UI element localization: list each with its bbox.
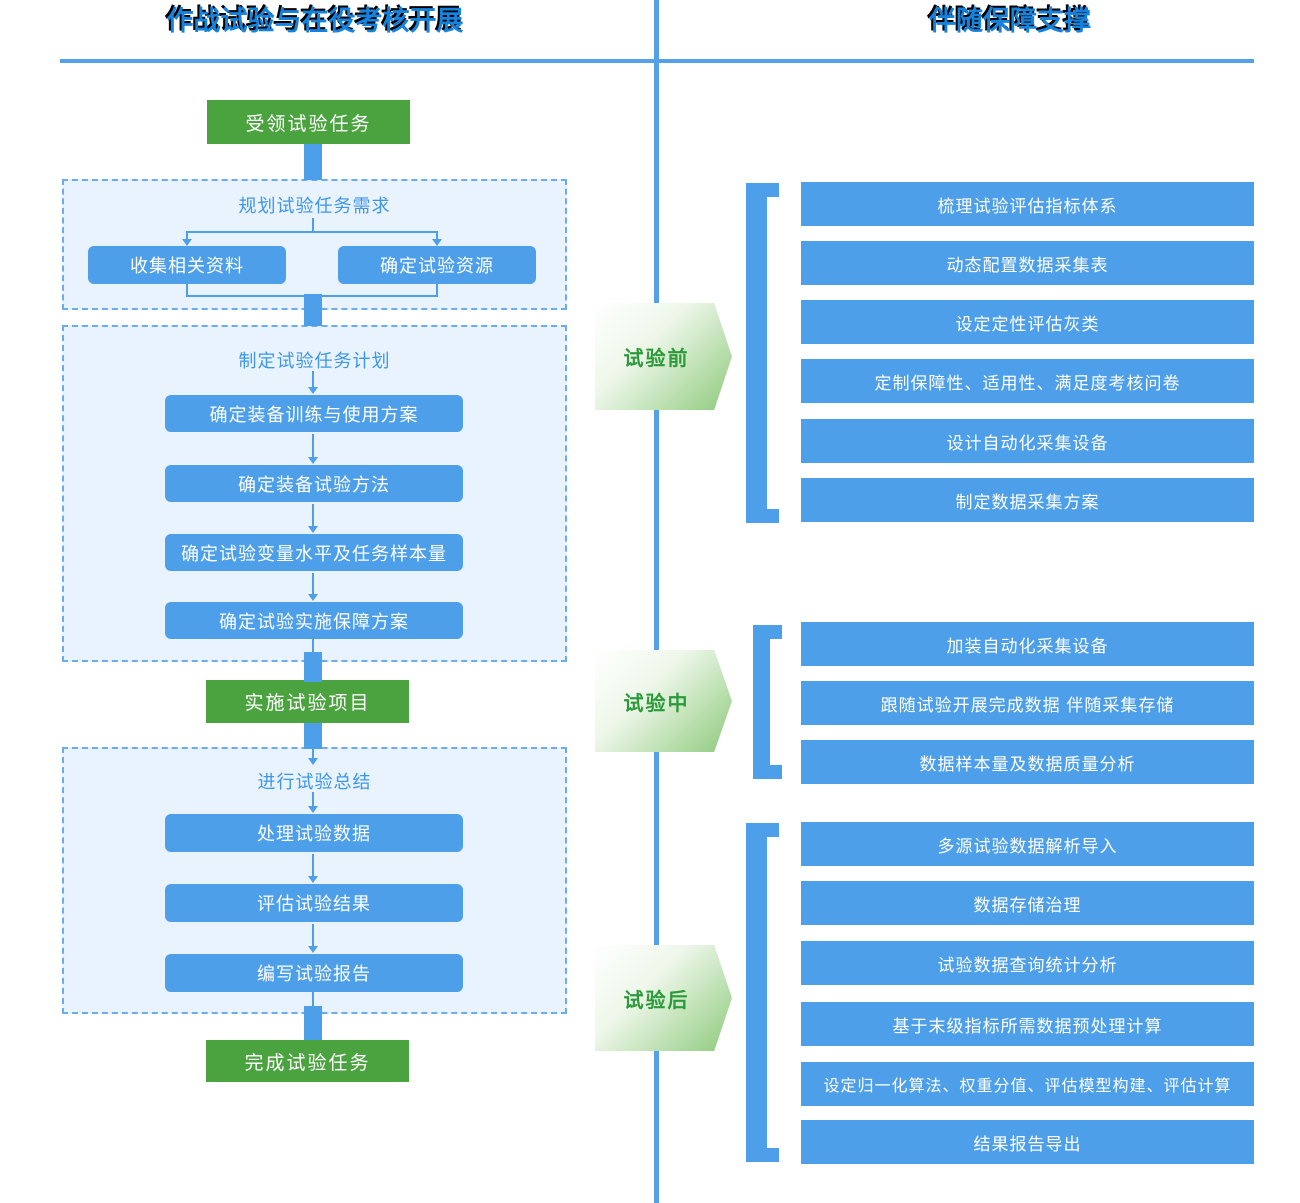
- bracket-after-test: [746, 823, 779, 1162]
- stage-label-before-test: 试验前: [595, 303, 732, 410]
- connector-line: [312, 924, 314, 946]
- make-box-2: 确定装备试验方法: [165, 465, 463, 502]
- connector-line: [312, 854, 314, 876]
- bracket-during-test: [753, 625, 782, 779]
- left-column-title: 作战试验与在役考核开展: [166, 6, 464, 36]
- bracket-bar: [746, 823, 767, 1162]
- make-section-title: 制定试验任务计划: [238, 351, 391, 371]
- bracket-tab: [767, 823, 779, 837]
- arrowhead-down-icon: [308, 946, 318, 953]
- connector-line: [312, 749, 314, 758]
- bracket-tab: [767, 183, 779, 197]
- plan-collect-box: 收集相关资料: [88, 246, 286, 284]
- connector-line: [312, 573, 314, 594]
- plan-section-title: 规划试验任务需求: [238, 196, 391, 216]
- connector-line: [186, 284, 188, 297]
- task-bar-mid-3: 数据样本量及数据质量分析: [801, 740, 1254, 784]
- connector-thick: [304, 652, 322, 682]
- task-bar-mid-1: 加装自动化采集设备: [801, 622, 1254, 666]
- task-bar-post-4: 基于末级指标所需数据预处理计算: [801, 1002, 1254, 1046]
- connector-line: [312, 371, 314, 387]
- summary-section-title: 进行试验总结: [257, 772, 372, 792]
- bracket-tab: [770, 765, 782, 779]
- arrowhead-down-icon: [182, 239, 192, 246]
- make-box-1: 确定装备训练与使用方案: [165, 395, 463, 432]
- flow-start-box: 受领试验任务: [207, 100, 410, 144]
- task-bar-mid-2: 跟随试验开展完成数据 伴随采集存储: [801, 681, 1254, 725]
- make-box-4: 确定试验实施保障方案: [165, 602, 463, 639]
- task-bar-post-3: 试验数据查询统计分析: [801, 941, 1254, 985]
- arrowhead-down-icon: [308, 876, 318, 883]
- connector-line: [312, 434, 314, 457]
- flow-implement-box: 实施试验项目: [206, 680, 409, 723]
- summary-box-1: 处理试验数据: [165, 814, 463, 852]
- arrowhead-down-icon: [308, 457, 318, 464]
- arrowhead-down-icon: [308, 526, 318, 533]
- bracket-bar: [746, 183, 767, 523]
- arrowhead-down-icon: [432, 239, 442, 246]
- bracket-tab: [767, 1148, 779, 1162]
- stage-label-during-test: 试验中: [595, 650, 732, 752]
- bracket-bar: [753, 625, 770, 779]
- stage-label-after-test: 试验后: [595, 945, 732, 1051]
- right-column-title: 伴随保障支撑: [929, 6, 1091, 36]
- connector-line: [312, 504, 314, 526]
- arrowhead-down-icon: [308, 387, 318, 394]
- summary-box-2: 评估试验结果: [165, 884, 463, 922]
- arrowhead-down-icon: [308, 594, 318, 601]
- connector-line: [312, 792, 314, 806]
- bracket-tab: [770, 625, 782, 639]
- connector-line: [312, 639, 314, 653]
- task-bar-post-2: 数据存储治理: [801, 881, 1254, 925]
- task-bar-pre-4: 定制保障性、适用性、满足度考核问卷: [801, 359, 1254, 403]
- bracket-tab: [767, 509, 779, 523]
- connector-line: [436, 231, 438, 240]
- task-bar-post-1: 多源试验数据解析导入: [801, 822, 1254, 866]
- plan-resource-box: 确定试验资源: [338, 246, 536, 284]
- summary-box-3: 编写试验报告: [165, 954, 463, 992]
- task-bar-pre-1: 梳理试验评估指标体系: [801, 182, 1254, 226]
- connector-line: [312, 218, 314, 232]
- task-bar-pre-5: 设计自动化采集设备: [801, 419, 1254, 463]
- connector-thick: [304, 144, 322, 180]
- arrowhead-down-icon: [308, 806, 318, 813]
- connector-thick: [304, 294, 322, 326]
- task-bar-pre-2: 动态配置数据采集表: [801, 241, 1254, 285]
- connector-line: [186, 231, 438, 233]
- make-box-3: 确定试验变量水平及任务样本量: [165, 534, 463, 571]
- connector-thick: [304, 723, 322, 749]
- task-bar-pre-3: 设定定性评估灰类: [801, 300, 1254, 344]
- column-divider-line: [654, 0, 659, 1203]
- task-bar-pre-6: 制定数据采集方案: [801, 478, 1254, 522]
- task-bar-post-5: 设定归一化算法、权重分值、评估模型构建、评估计算: [801, 1062, 1254, 1106]
- connector-line: [436, 284, 438, 297]
- bracket-before-test: [746, 183, 779, 523]
- flow-finish-box: 完成试验任务: [206, 1040, 409, 1082]
- task-bar-post-6: 结果报告导出: [801, 1120, 1254, 1164]
- connector-thick: [304, 1006, 322, 1040]
- connector-line: [312, 992, 314, 1006]
- arrowhead-down-icon: [308, 758, 318, 765]
- connector-line: [186, 231, 188, 240]
